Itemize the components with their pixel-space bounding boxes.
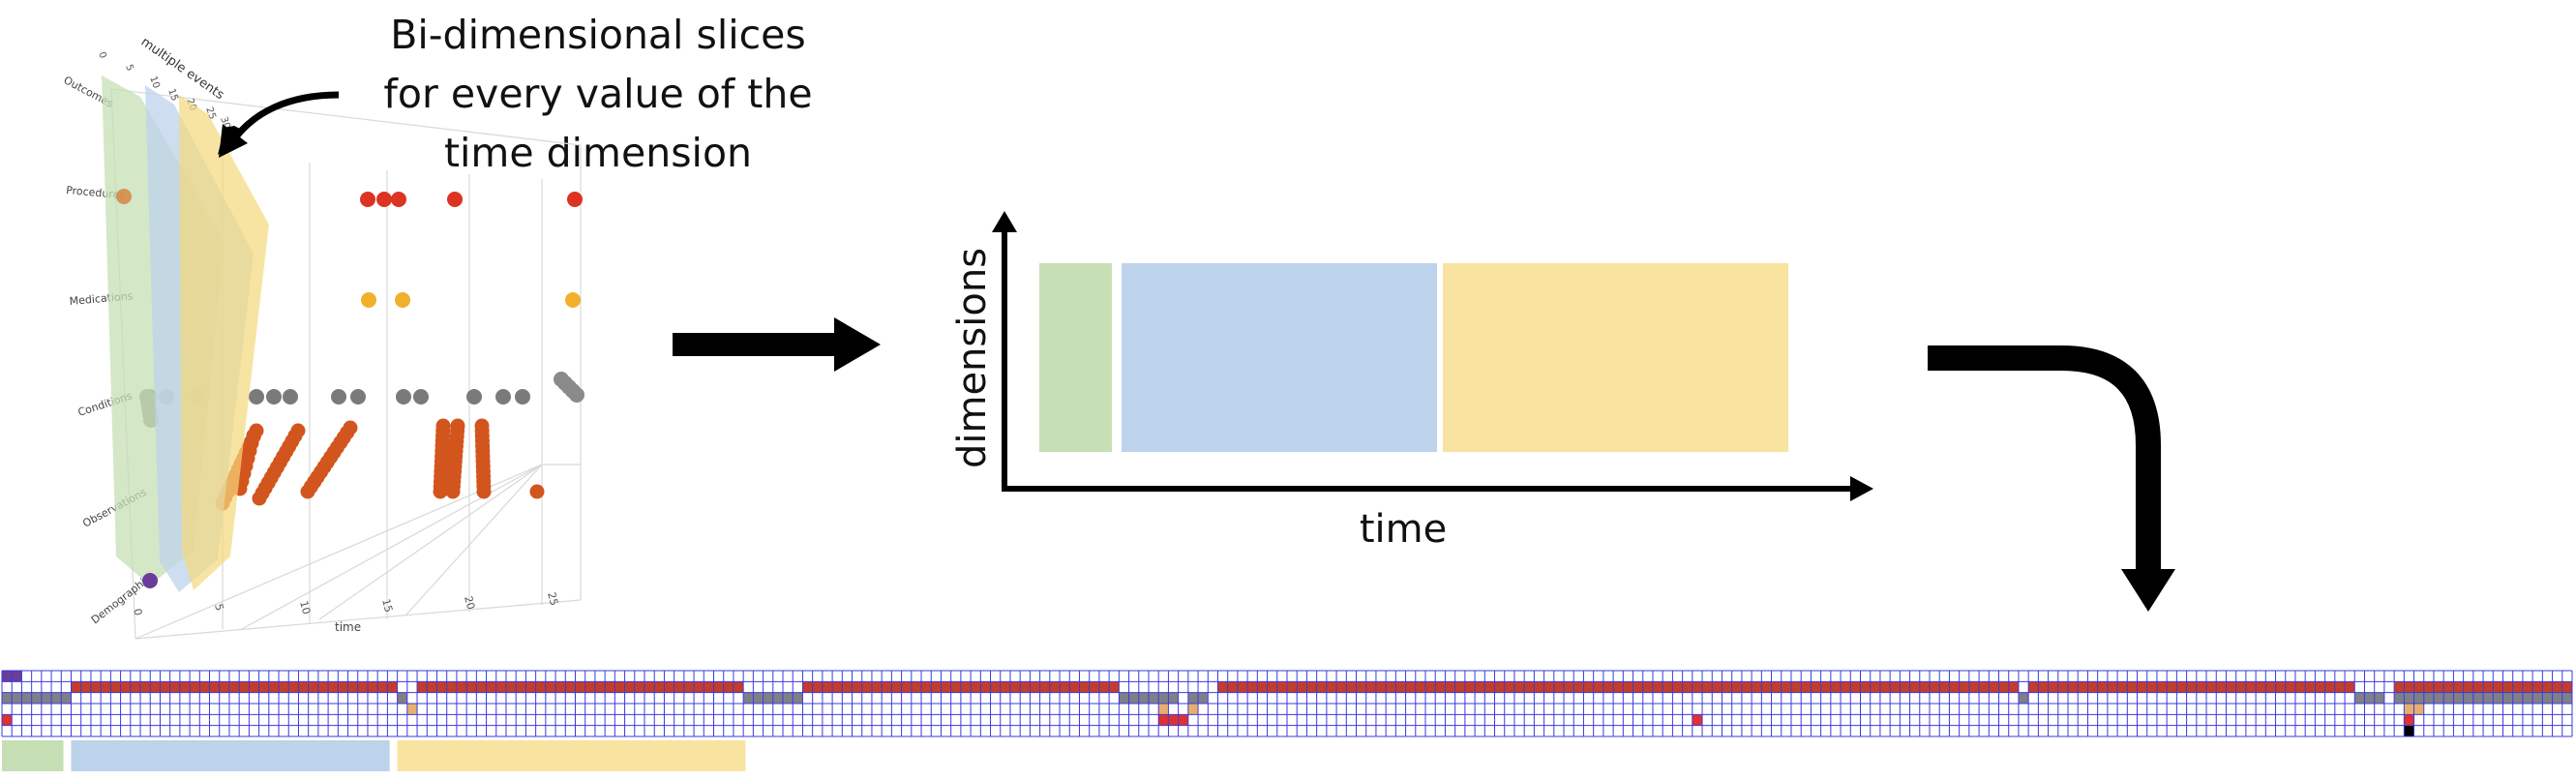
plot-bottom-tick: 0: [131, 607, 144, 616]
matrix-slice-strips: [2, 740, 746, 771]
plot-point: [565, 292, 581, 308]
plot-point: [360, 192, 375, 207]
slice-plane-yellow: [179, 95, 269, 590]
caption-line-1: Bi-dimensional slices: [390, 12, 806, 58]
matrix-cell-medication: [406, 704, 418, 715]
matrix-cell-outcome: [1692, 714, 1703, 726]
plot-bottom-tick: 10: [297, 599, 313, 615]
plot-top-tick: 15: [165, 87, 180, 103]
callout-arrowhead: [219, 124, 248, 158]
plot-top-tick: 5: [123, 63, 135, 73]
flattened-matrix: [1, 670, 2573, 737]
matrix-cell-condition: [2, 692, 72, 704]
matrix-cell-outcome: [1158, 714, 1188, 726]
matrix-strip-green: [2, 740, 64, 771]
transform-arrow: [673, 317, 881, 372]
matrix-cell-medication: [1158, 704, 1169, 715]
matrix-cell-empty: [2404, 725, 2414, 736]
plot-time-axis-title: time: [335, 620, 361, 634]
schematic-block-blue: [1122, 263, 1437, 452]
matrix-cell-condition: [397, 692, 407, 704]
plot-point: [142, 573, 158, 588]
plot-top-tick: 10: [147, 75, 162, 90]
plot-point: [413, 389, 429, 405]
plot-bottom-tick: 25: [545, 590, 560, 607]
plot-point: [249, 389, 264, 405]
plot-bottom-tick: 20: [462, 594, 477, 611]
matrix-cell-outcome: [2404, 714, 2414, 726]
callout-arrow: [227, 91, 340, 147]
plot-top-tick: 0: [96, 50, 108, 60]
matrix-cell-outcome: [2, 714, 13, 726]
plot-top-tick: 30: [218, 115, 232, 131]
plot-point: [396, 389, 411, 405]
matrix-cell-condition: [2354, 692, 2384, 704]
plot-point: [300, 484, 315, 499]
plot-point: [476, 484, 492, 499]
plot-point: [331, 389, 346, 405]
slices-caption: Bi-dimensional slices for every value of…: [346, 6, 850, 183]
plot-bottom-tick: 5: [212, 602, 225, 612]
plot-point: [266, 389, 282, 405]
plot-point: [569, 387, 584, 403]
plot-point: [445, 484, 461, 499]
plot-point: [376, 192, 392, 207]
matrix-strip-blue: [71, 740, 390, 771]
matrix-cell-procedure: [1217, 681, 2019, 693]
flatten-arrow: [1928, 345, 2175, 612]
schematic-x-arrowhead: [1850, 476, 1873, 501]
matrix-cell-medication: [1187, 704, 1199, 715]
plot-point: [567, 192, 583, 207]
matrix-cell-procedure: [71, 681, 398, 693]
caption-line-3: time dimension: [443, 130, 753, 176]
schematic-diagram: dimensions time: [950, 211, 1873, 552]
plot-point: [466, 389, 482, 405]
matrix-cell-procedure: [2028, 681, 2355, 693]
matrix-cell-procedure: [417, 681, 744, 693]
schematic-block-green: [1039, 263, 1112, 452]
plot-point: [283, 389, 298, 405]
caption-line-2: for every value of the: [383, 71, 813, 117]
schematic-block-yellow: [1443, 263, 1788, 452]
matrix-gridlines: [1, 670, 2573, 737]
plot-point: [515, 389, 530, 405]
plot-point: [495, 389, 511, 405]
plot-point: [395, 292, 410, 308]
schematic-x-label: time: [1360, 507, 1447, 552]
plot-point: [391, 192, 406, 207]
plot-3d: Outcomes Procedures Medications Conditio…: [62, 35, 584, 640]
schematic-y-label: dimensions: [950, 248, 995, 468]
plot-point: [433, 484, 448, 499]
plot-point: [252, 491, 267, 506]
plot-point: [116, 189, 132, 204]
plot-bottom-tick: 15: [379, 597, 395, 614]
plot-point: [361, 292, 376, 308]
matrix-strip-yellow: [397, 740, 746, 771]
plot-bottom-ticks: 0 5 10 15 20 25: [131, 590, 560, 616]
plot-point: [350, 389, 366, 405]
schematic-y-arrowhead: [992, 211, 1017, 232]
plot-point: [447, 192, 463, 207]
matrix-cell-condition: [2018, 692, 2029, 704]
plot-point: [529, 484, 545, 499]
